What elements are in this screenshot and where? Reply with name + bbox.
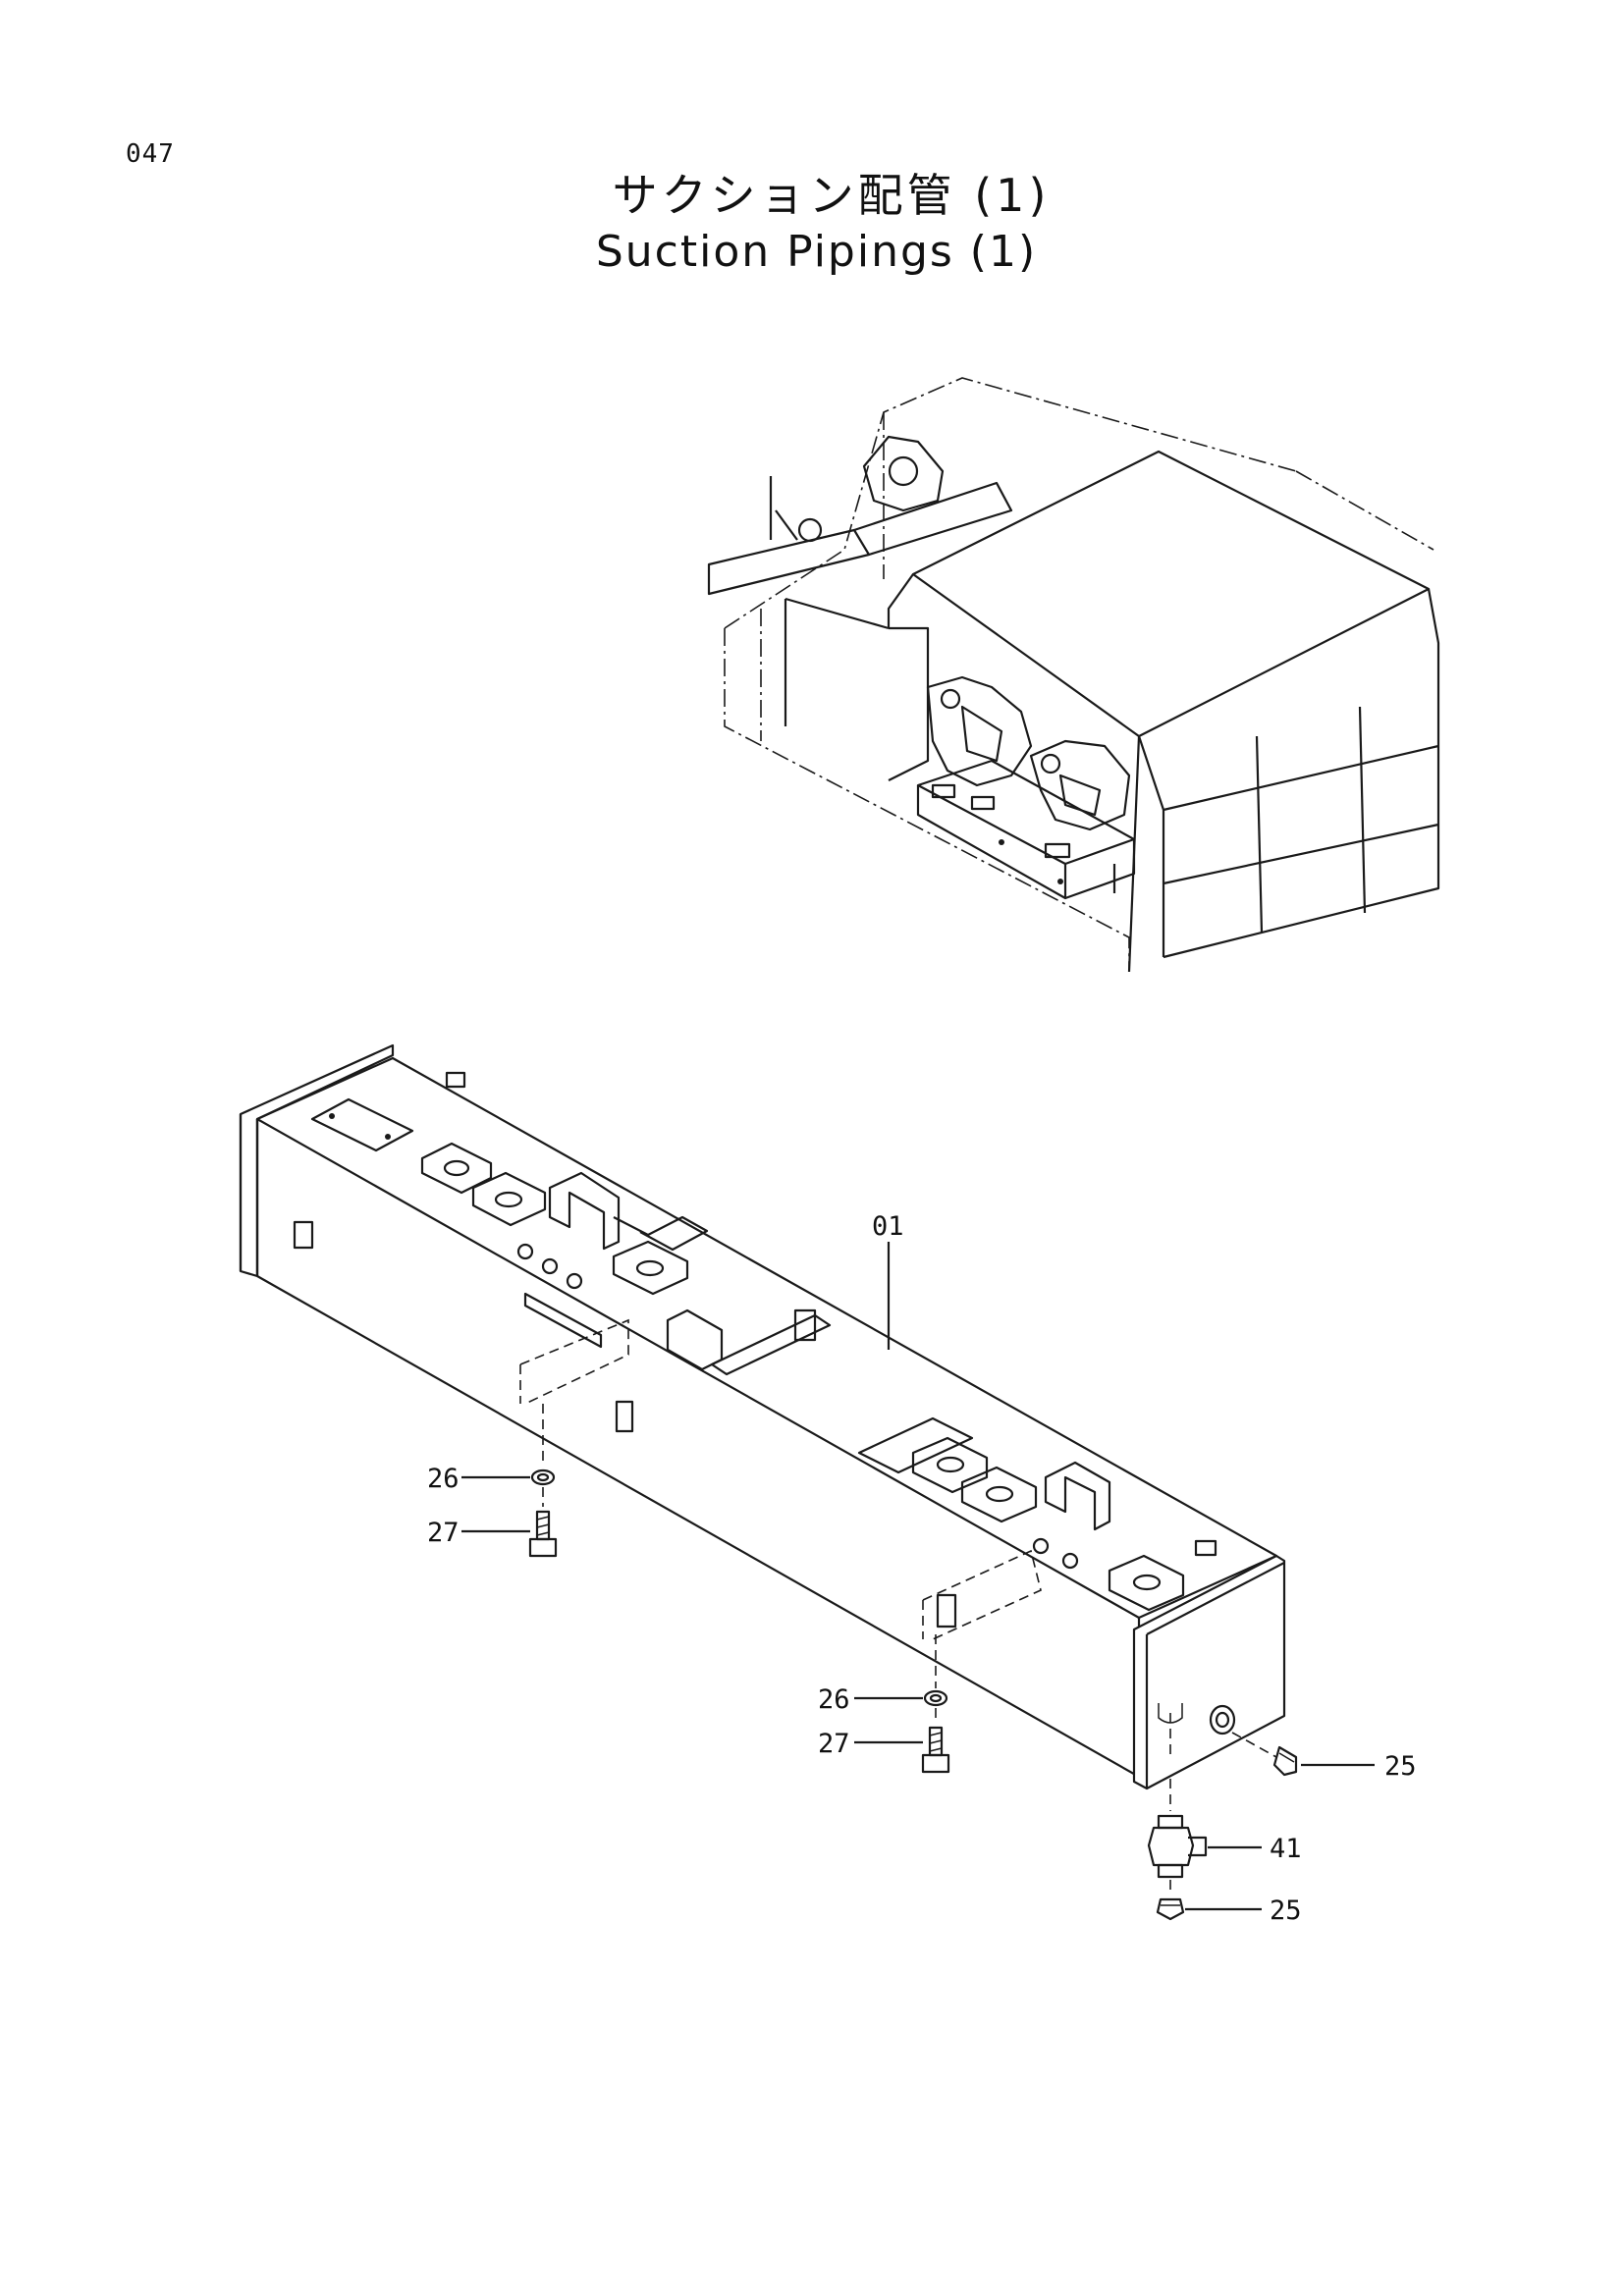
boom-outline: [707, 435, 1013, 596]
right-flanges: [857, 1416, 1217, 1640]
bolt-set-left: [461, 1404, 558, 1558]
right-end-plate: [1132, 1554, 1286, 1790]
cock-assembly: [1147, 1779, 1262, 1895]
callout-27-right: 27: [818, 1729, 850, 1759]
left-end-plate: [239, 1043, 395, 1278]
suction-box-inset: [916, 759, 1136, 900]
callout-01: 01: [872, 1211, 904, 1242]
machine-overview: [707, 377, 1440, 973]
engine-cover: [784, 450, 1440, 973]
title-japanese: サクション配管 (1): [612, 169, 1051, 222]
mid-brackets: [519, 1292, 832, 1433]
callout-41: 41: [1270, 1834, 1302, 1864]
pump-assembly: [926, 675, 1131, 831]
title-block: サクション配管 (1) Suction Pipings (1): [0, 167, 1623, 281]
page-number: 047: [126, 139, 175, 169]
plug-side: [1231, 1732, 1375, 1777]
callout-26-left: 26: [427, 1464, 460, 1494]
callout-27-left: 27: [427, 1518, 460, 1548]
tank-body: [255, 1056, 1278, 1778]
title-english: Suction Pipings (1): [595, 227, 1038, 277]
callout-25-bottom: 25: [1270, 1896, 1302, 1926]
callout-26-right: 26: [818, 1684, 850, 1715]
callout-25-side: 25: [1384, 1751, 1417, 1782]
top-flanges: [293, 1071, 709, 1296]
bolt-set-right: [854, 1634, 950, 1774]
upper-structure-outline: [724, 377, 1434, 972]
suction-tank: [239, 1043, 1286, 1790]
plug-bottom: [1156, 1897, 1262, 1921]
